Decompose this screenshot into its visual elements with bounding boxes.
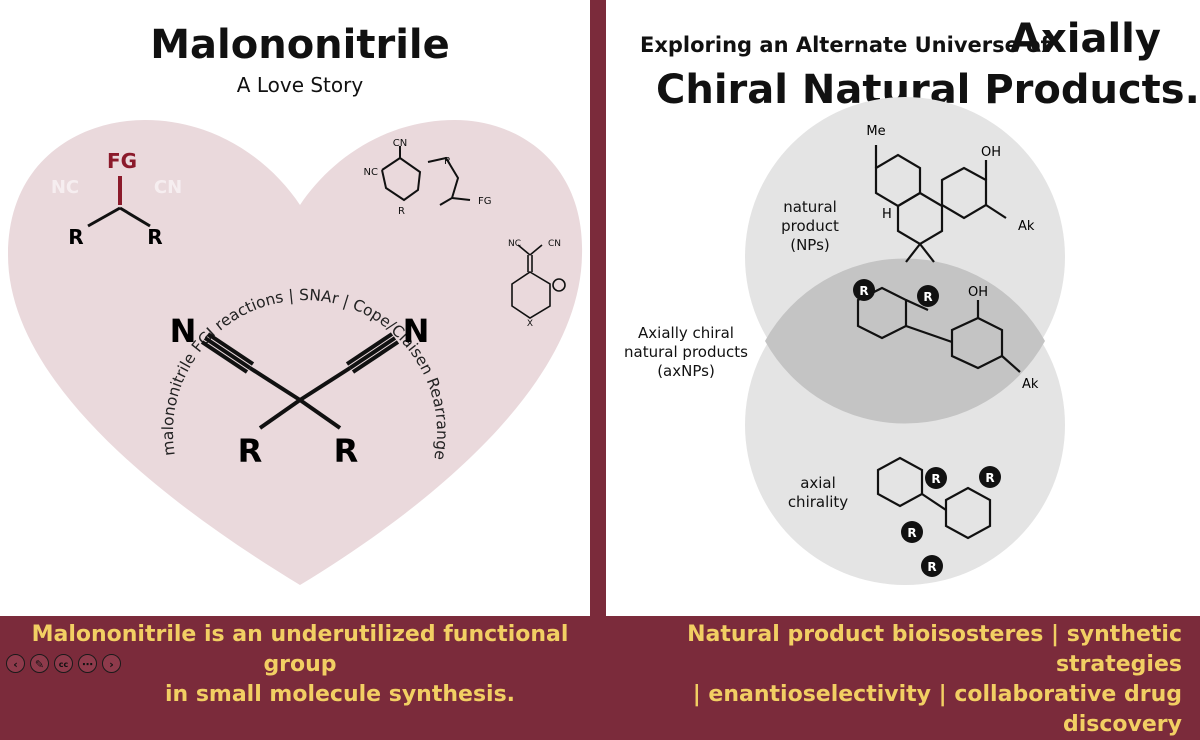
- axnp-structure: [856, 286, 1021, 373]
- svg-text:FG: FG: [478, 196, 492, 207]
- captions-icon[interactable]: cc: [54, 654, 73, 673]
- svg-text:CN: CN: [393, 138, 407, 149]
- right-panel: Exploring an Alternate Universe of Axial…: [606, 0, 1200, 616]
- svg-text:Ak: Ak: [1018, 219, 1035, 234]
- svg-text:NC: NC: [51, 177, 79, 198]
- left-subtitle: A Love Story: [237, 73, 364, 97]
- n-right: N: [403, 312, 430, 350]
- svg-text:R: R: [931, 472, 940, 486]
- axnp-label: Axially chiral natural products (axNPs): [624, 324, 748, 380]
- fg-structure: FG NC CN R R: [51, 149, 182, 249]
- svg-text:R: R: [859, 284, 868, 298]
- svg-text:Axially chiral: Axially chiral: [638, 324, 734, 342]
- svg-text:product: product: [781, 217, 839, 235]
- heart-shape: [8, 120, 583, 585]
- forward-icon[interactable]: ›: [102, 654, 121, 673]
- footer-right-line2: | enantioselectivity | collaborative dru…: [692, 682, 1182, 737]
- svg-text:chirality: chirality: [788, 493, 848, 511]
- overlap-region: [765, 258, 1045, 424]
- pencil-icon[interactable]: ✎: [30, 654, 49, 673]
- svg-text:NC: NC: [508, 239, 521, 249]
- footer-right: Natural product bioisosteres | synthetic…: [606, 616, 1200, 737]
- svg-text:(NPs): (NPs): [790, 236, 830, 254]
- svg-text:R: R: [923, 290, 932, 304]
- anion-structure: NC CN X: [508, 239, 566, 329]
- svg-text:H: H: [882, 207, 892, 222]
- svg-text:R: R: [398, 206, 405, 217]
- svg-text:OH: OH: [981, 145, 1001, 160]
- svg-text:OH: OH: [968, 285, 988, 300]
- svg-text:(axNPs): (axNPs): [657, 362, 715, 380]
- svg-text:natural: natural: [783, 198, 837, 216]
- right-title-prefix: Exploring an Alternate Universe of: [640, 33, 1051, 57]
- left-panel: Malononitrile A Love Story FG NC CN R R …: [0, 0, 590, 616]
- svg-text:FG: FG: [107, 149, 137, 173]
- svg-text:R: R: [444, 156, 451, 167]
- svg-text:axial: axial: [800, 474, 836, 492]
- svg-text:CN: CN: [548, 239, 561, 249]
- axial-label: axial chirality: [788, 474, 848, 511]
- svg-text:R: R: [907, 526, 916, 540]
- svg-text:CN: CN: [154, 177, 182, 198]
- right-title-big1: Axially: [1010, 16, 1161, 62]
- more-icon[interactable]: ⋯: [78, 654, 97, 673]
- right-diagram: Exploring an Alternate Universe of Axial…: [624, 16, 1200, 585]
- footer-left-line2: in small molecule synthesis.: [164, 682, 516, 707]
- svg-text:R: R: [985, 471, 994, 485]
- svg-text:natural products: natural products: [624, 343, 748, 361]
- r-right: R: [334, 432, 359, 470]
- left-title: Malononitrile: [150, 22, 450, 68]
- back-icon[interactable]: ‹: [6, 654, 25, 673]
- svg-text:R: R: [927, 560, 936, 574]
- svg-text:NC: NC: [364, 167, 378, 178]
- footer-left-line1: Malononitrile is an underutilized functi…: [31, 622, 569, 677]
- svg-text:R: R: [68, 225, 83, 249]
- svg-text:X: X: [527, 319, 533, 329]
- left-diagram: Malononitrile A Love Story FG NC CN R R …: [0, 0, 583, 585]
- slide-controls: ‹ ✎ cc ⋯ ›: [6, 654, 121, 673]
- svg-text:Me: Me: [866, 124, 885, 139]
- np-label: natural product (NPs): [781, 198, 839, 254]
- malononitrile-structure: [200, 332, 400, 430]
- cope-claisen-structure: CN NC FG R R: [364, 138, 492, 217]
- svg-text:R: R: [147, 225, 162, 249]
- n-left: N: [170, 312, 197, 350]
- natural-product-structure: [874, 145, 1007, 263]
- svg-text:Ak: Ak: [1022, 377, 1039, 392]
- biaryl-structure: [876, 456, 992, 540]
- footer-right-line1: Natural product bioisosteres | synthetic…: [687, 622, 1182, 677]
- r-left: R: [238, 432, 263, 470]
